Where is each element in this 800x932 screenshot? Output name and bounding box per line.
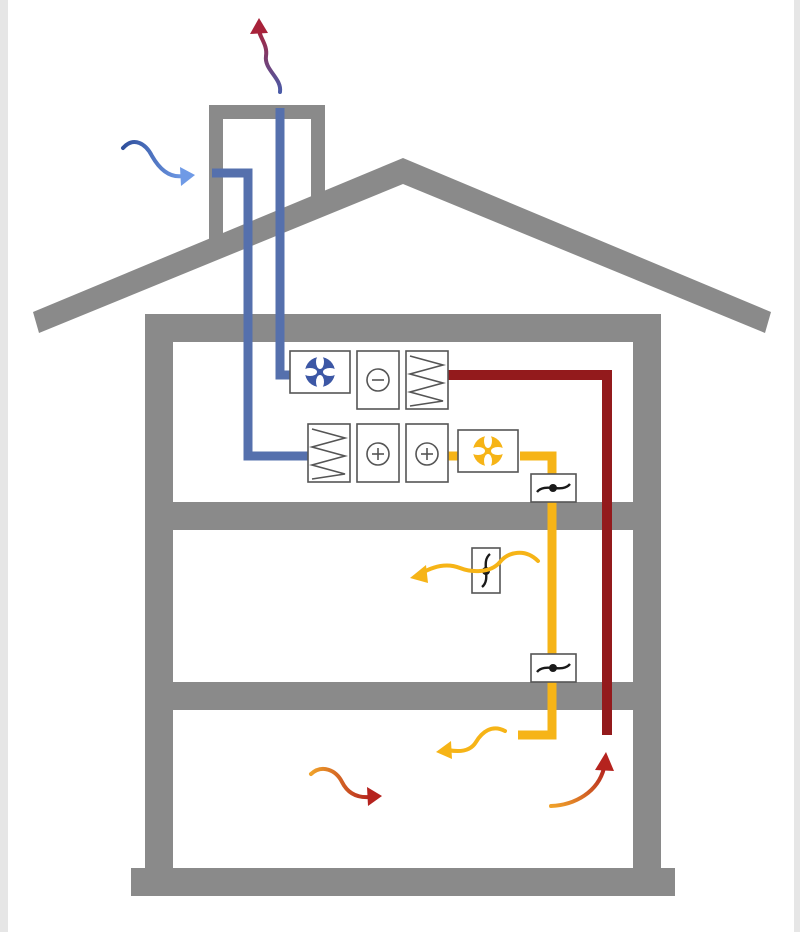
cooling-coil bbox=[356, 350, 400, 410]
exhaust-air-duct bbox=[275, 108, 290, 380]
chimney-top bbox=[209, 105, 325, 119]
house-structure bbox=[33, 105, 771, 896]
exhaust-out-arrow bbox=[250, 18, 283, 94]
right-wall bbox=[633, 314, 661, 896]
extract-air-duct bbox=[448, 370, 612, 735]
supply-lower-arrow bbox=[436, 726, 507, 759]
fan-icon bbox=[471, 434, 505, 468]
floor-slab-2 bbox=[145, 682, 661, 710]
supply-fan bbox=[457, 429, 519, 473]
ceiling-slab bbox=[145, 314, 661, 342]
outdoor-in-arrow bbox=[121, 140, 195, 186]
foundation bbox=[131, 868, 675, 896]
supply-branch-arrow bbox=[410, 550, 540, 583]
heating-coil-1 bbox=[356, 423, 400, 483]
wavy-arrow-icon bbox=[436, 741, 452, 759]
filter-zigzag-icon bbox=[308, 428, 349, 480]
heating-coil-2 bbox=[405, 423, 449, 483]
wavy-arrow-icon bbox=[180, 167, 195, 186]
outdoor-air-duct bbox=[212, 168, 308, 461]
filter-upper bbox=[405, 350, 449, 410]
damper-upper bbox=[530, 473, 577, 503]
wavy-arrow-icon bbox=[250, 18, 268, 34]
room-air-arrow bbox=[309, 766, 382, 806]
chimney-right-wall bbox=[311, 105, 325, 197]
frame-left-edge bbox=[0, 0, 8, 932]
supply-air-duct bbox=[448, 451, 557, 740]
plus-circle-icon bbox=[366, 442, 390, 466]
air-handling-unit bbox=[289, 350, 519, 483]
roof bbox=[33, 158, 771, 333]
damper-valve-icon bbox=[549, 664, 557, 672]
wavy-arrow-icon bbox=[410, 565, 428, 583]
wavy-arrow-icon bbox=[367, 787, 382, 806]
exhaust-fan bbox=[289, 350, 351, 394]
filter-zigzag-icon bbox=[406, 355, 447, 407]
left-wall bbox=[145, 314, 173, 896]
frame-right-edge bbox=[794, 0, 800, 932]
floor-slab-1 bbox=[145, 502, 661, 530]
fan-icon bbox=[303, 355, 337, 389]
wavy-arrow-icon bbox=[595, 752, 614, 771]
minus-circle-icon bbox=[366, 368, 390, 392]
damper-valve-icon bbox=[549, 484, 557, 492]
damper-lower bbox=[530, 653, 577, 683]
filter-lower bbox=[307, 423, 351, 483]
extract-in-arrow bbox=[549, 752, 614, 808]
plus-circle-icon bbox=[415, 442, 439, 466]
